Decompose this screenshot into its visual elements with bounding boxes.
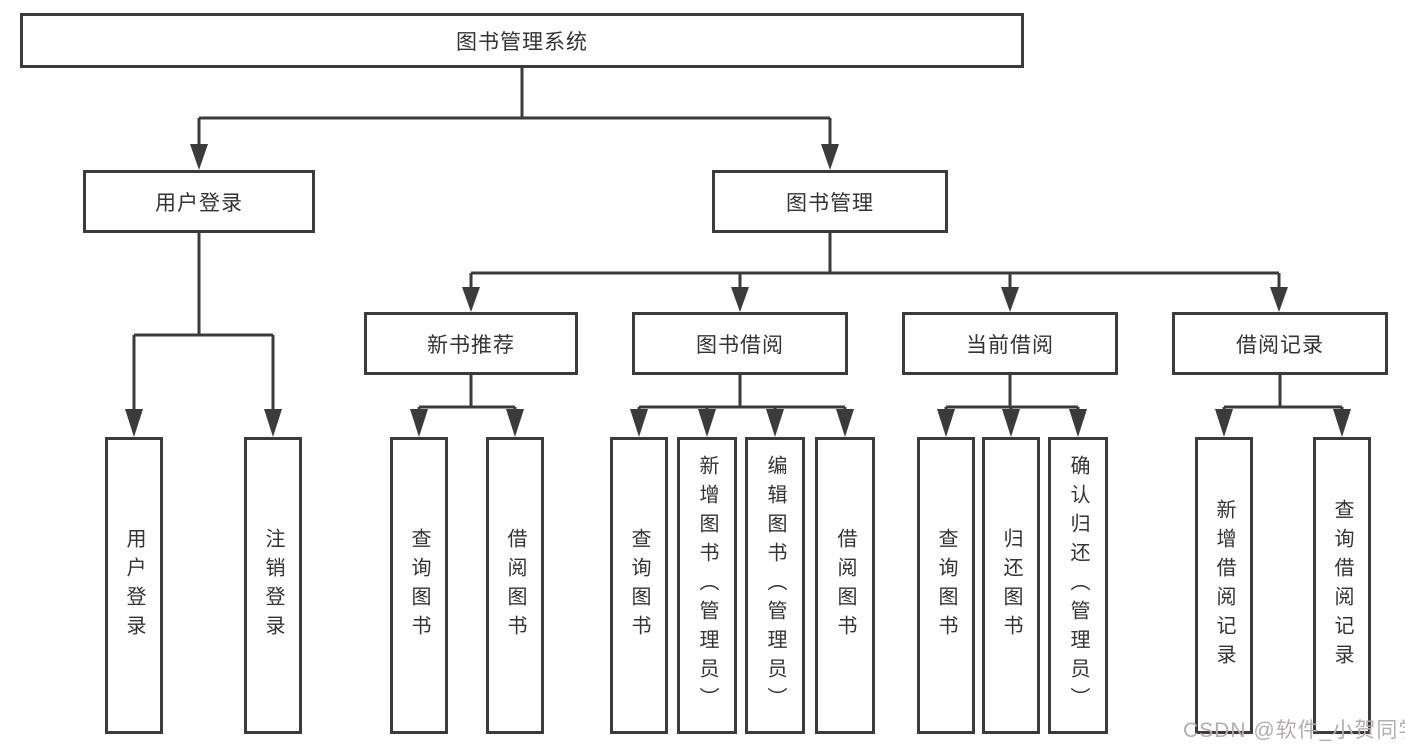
leaf-label: 用户登录 xyxy=(123,527,145,644)
leaf-label: 查询借阅记录 xyxy=(1331,498,1353,673)
leaf-label: 归还图书 xyxy=(1000,527,1022,644)
leaf-query-books-borrow: 查询图书 xyxy=(610,437,668,734)
leaf-logout: 注销登录 xyxy=(244,437,302,734)
leaf-label: 借阅图书 xyxy=(834,527,856,644)
leaf-label: 借阅图书 xyxy=(504,527,526,644)
leaf-label: 新增借阅记录 xyxy=(1213,498,1235,673)
node-book-management: 图书管理 xyxy=(712,170,948,233)
csdn-watermark: CSDN @软件_小贺同学 xyxy=(1183,719,1405,742)
node-current-borrow: 当前借阅 xyxy=(902,312,1118,375)
leaf-query-books-recommend: 查询图书 xyxy=(390,437,448,734)
leaf-label: 注销登录 xyxy=(262,527,284,644)
leaf-query-borrow-record: 查询借阅记录 xyxy=(1313,437,1371,734)
node-new-book-recommend: 新书推荐 xyxy=(364,312,578,375)
leaf-user-login: 用户登录 xyxy=(105,437,163,734)
leaf-borrow-books-recommend: 借阅图书 xyxy=(486,437,544,734)
leaf-add-books-admin: 新增图书（管理员） xyxy=(677,437,737,734)
node-root: 图书管理系统 xyxy=(20,13,1024,68)
leaf-borrow-books: 借阅图书 xyxy=(815,437,875,734)
leaf-label: 新增图书（管理员） xyxy=(696,455,718,716)
leaf-confirm-return-admin: 确认归还（管理员） xyxy=(1048,437,1108,734)
leaf-edit-books-admin: 编辑图书（管理员） xyxy=(745,437,805,734)
node-user-login: 用户登录 xyxy=(83,170,315,233)
leaf-query-books-current: 查询图书 xyxy=(917,437,975,734)
leaf-label: 查询图书 xyxy=(935,527,957,644)
leaf-add-borrow-record: 新增借阅记录 xyxy=(1195,437,1253,734)
node-book-borrow: 图书借阅 xyxy=(632,312,848,375)
leaf-label: 查询图书 xyxy=(628,527,650,644)
leaf-label: 确认归还（管理员） xyxy=(1067,455,1089,716)
leaf-label: 编辑图书（管理员） xyxy=(764,455,786,716)
leaf-label: 查询图书 xyxy=(408,527,430,644)
leaf-return-books: 归还图书 xyxy=(982,437,1040,734)
node-borrow-records: 借阅记录 xyxy=(1172,312,1388,375)
